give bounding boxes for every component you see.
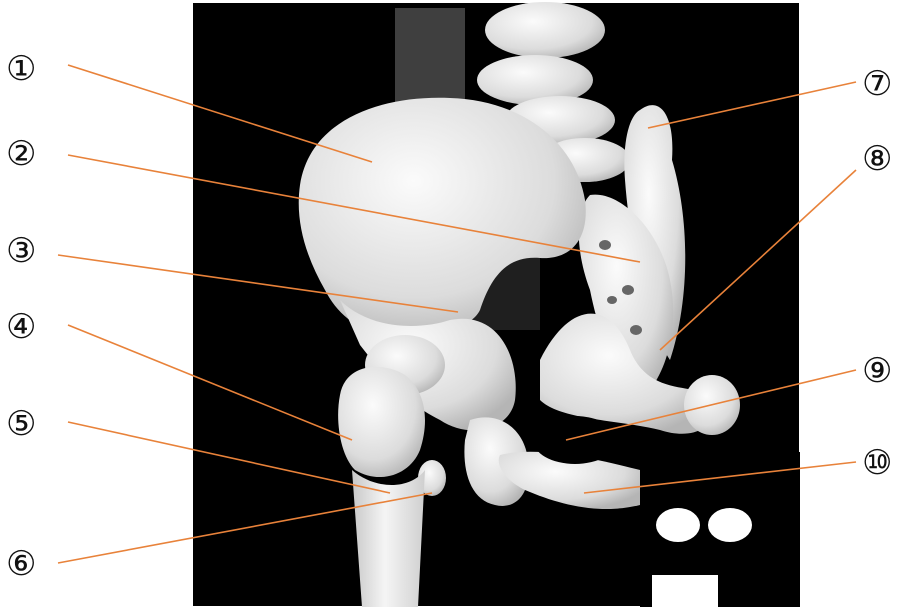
greater-trochanter	[338, 367, 425, 477]
label-5: ⑤	[6, 404, 36, 444]
label-10: ⑩	[862, 443, 892, 483]
obturator-foramen	[533, 416, 617, 464]
inset-axial-view	[640, 452, 800, 607]
label-4: ④	[6, 307, 36, 347]
femoral-shaft	[352, 470, 425, 607]
label-1: ①	[6, 49, 36, 89]
label-9: ⑨	[862, 351, 892, 391]
label-8: ⑧	[862, 139, 892, 179]
label-2: ②	[6, 134, 36, 174]
label-6: ⑥	[6, 544, 36, 584]
label-7: ⑦	[862, 64, 892, 104]
label-3: ③	[6, 231, 36, 271]
